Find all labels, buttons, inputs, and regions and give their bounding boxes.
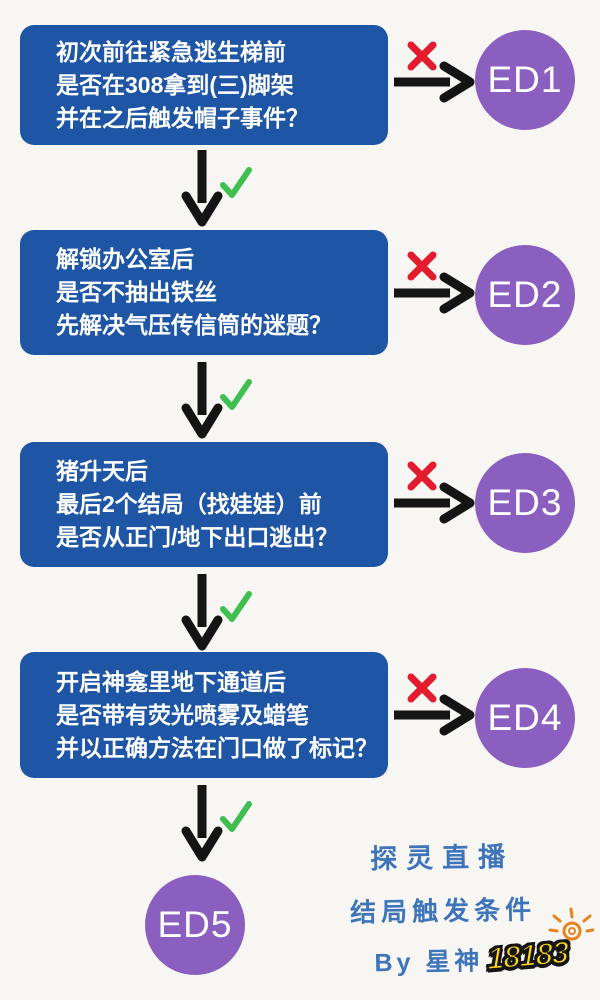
question-box-3: 猪升天后 最后2个结局（找娃娃）前 是否从正门/地下出口逃出？ [20, 442, 388, 567]
down-arrow-icon [181, 785, 223, 862]
question-line: 解锁办公室后 [56, 246, 194, 272]
ending-circle-ed5: ED5 [145, 875, 245, 975]
question-line: 是否在308拿到(三)脚架 [56, 71, 294, 98]
signature-subtitle: 结局触发条件 [349, 894, 537, 928]
x-icon [407, 673, 437, 703]
ending-label: ED5 [157, 904, 233, 945]
sun-icon [548, 907, 594, 941]
right-arrow-icon [394, 482, 475, 524]
ending-label: ED2 [487, 274, 563, 315]
ending-label: ED3 [487, 482, 563, 523]
ending-circle-ed1: ED1 [475, 30, 575, 130]
question-line: 先解决气压传信筒的迷题？ [56, 312, 332, 338]
check-icon [220, 801, 252, 832]
question-line: 是否带有荧光喷雾及蜡笔 [56, 701, 309, 728]
right-arrow-icon [394, 694, 475, 736]
ending-circle-ed2: ED2 [475, 245, 575, 345]
right-arrow-icon [394, 61, 475, 103]
x-icon [407, 251, 437, 281]
question-line: 猪升天后 [56, 458, 148, 484]
question-line: 并在之后触发帽子事件？ [56, 104, 309, 131]
down-arrow-icon [181, 362, 223, 439]
question-line: 最后2个结局（找娃娃）前 [56, 491, 322, 517]
down-arrow-icon [181, 574, 223, 651]
question-box-4: 开启神龛里地下通道后 是否带有荧光喷雾及蜡笔 并以正确方法在门口做了标记？ [20, 652, 388, 778]
check-icon [220, 167, 252, 198]
ending-circle-ed4: ED4 [475, 668, 575, 768]
question-line: 是否从正门/地下出口逃出？ [56, 524, 339, 550]
ending-circle-ed3: ED3 [475, 453, 575, 553]
question-line: 并以正确方法在门口做了标记？ [56, 734, 378, 761]
x-icon [407, 461, 437, 491]
ending-label: ED1 [487, 59, 563, 100]
right-arrow-icon [394, 272, 475, 314]
question-line: 是否不抽出铁丝 [56, 279, 217, 305]
question-line: 初次前往紧急逃生梯前 [56, 38, 286, 65]
check-icon [220, 591, 252, 622]
question-line: 开启神龛里地下通道后 [56, 668, 286, 695]
logo-18183: 18183 [486, 933, 570, 977]
question-box-1: 初次前往紧急逃生梯前 是否在308拿到(三)脚架 并在之后触发帽子事件？ [20, 25, 388, 145]
ending-label: ED4 [487, 697, 563, 738]
x-icon [407, 41, 437, 71]
signature-title: 探灵直播 [369, 841, 515, 875]
down-arrow-icon [181, 150, 223, 227]
question-box-2: 解锁办公室后 是否不抽出铁丝 先解决气压传信筒的迷题？ [20, 230, 388, 355]
check-icon [220, 379, 252, 410]
